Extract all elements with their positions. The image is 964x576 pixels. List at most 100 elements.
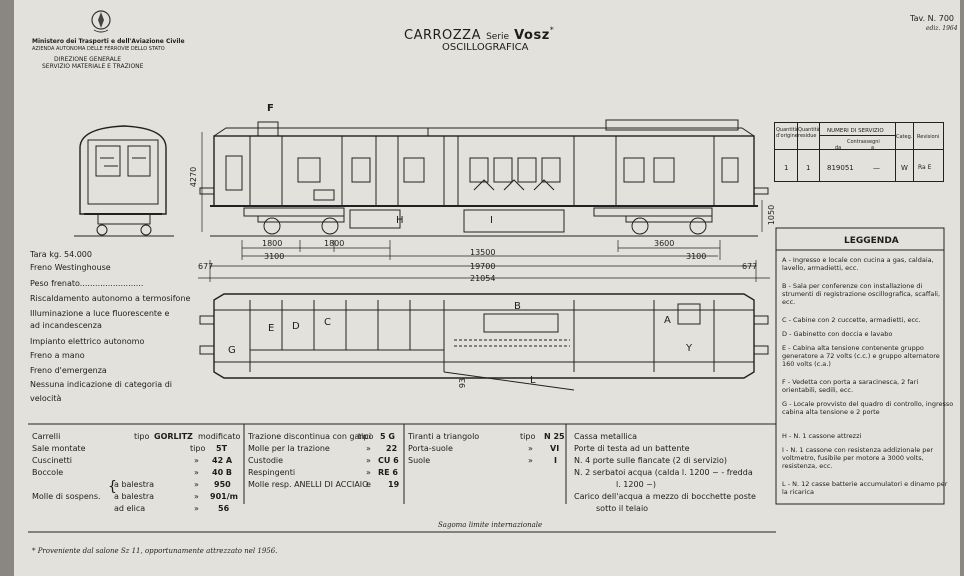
col1-balestra-2-value: 901/m <box>210 492 238 501</box>
col3-tiranti-label: Tiranti a triangolo <box>408 432 480 441</box>
legend-item-f: F - Vedetta con porta a saracinesca, 2 f… <box>782 378 919 394</box>
col2-custodie-label: Custodie <box>248 456 284 465</box>
footnote: * Proveniente dal salone Sz 11, opportun… <box>32 547 278 555</box>
col2-trazione-unit: tipo <box>358 432 374 441</box>
col2-anelli-unit: e <box>366 480 371 489</box>
col4-line-2: Porte di testa ad un battente <box>574 444 690 453</box>
col1-cuscinetti-unit: » <box>194 456 199 465</box>
legend-item-b: B - Sala per conferenze con installazion… <box>782 282 941 306</box>
col1-balestra-1-value: 950 <box>214 480 231 489</box>
dim-side: 1050 <box>767 204 777 226</box>
label-c: C <box>324 317 331 328</box>
label-a: A <box>664 315 671 326</box>
cell-revisioni: Ra E <box>918 164 932 171</box>
col2-respingenti-label: Respingenti <box>248 468 296 477</box>
cell-numero: 819051 <box>827 164 854 172</box>
spec-incandescenza: ad incandescenza <box>30 321 102 330</box>
spec-illuminazione: Illuminazione a luce fluorescente e <box>30 309 170 318</box>
dim-677-a: 677 <box>198 262 214 271</box>
col2-custodie-unit: » <box>366 456 371 465</box>
label-y: Y <box>686 343 693 354</box>
dimension-lines <box>198 132 770 282</box>
col3-portasuole-label: Porta-suole <box>408 444 453 453</box>
end-view <box>74 125 174 237</box>
col3-suole-label: Suole <box>408 456 431 465</box>
col1-elica-label: ad elica <box>114 504 146 513</box>
col1-boccole-label: Boccole <box>32 468 64 477</box>
ministry-line-1: Ministero dei Trasporti e dell'Aviazione… <box>32 38 185 45</box>
col2-custodie-value: CU 6 <box>378 456 399 465</box>
cell-contrassegno: — <box>873 164 880 172</box>
department-line-2: SERVIZIO MATERIALE E TRAZIONE <box>42 63 144 70</box>
col1-carrelli-value: GORLITZ <box>154 432 193 441</box>
col1-boccole-unit: » <box>194 468 199 477</box>
label-b: B <box>514 301 521 312</box>
col3-portasuole-unit: » <box>528 444 533 453</box>
col3-tiranti-unit: tipo <box>520 432 536 441</box>
legend-item-i: I - N. 1 cassone con resistenza addizion… <box>782 446 934 470</box>
dim-3100-b: 3100 <box>686 252 707 261</box>
emblem-icon <box>91 10 111 33</box>
service-table: Quantità d'origine Quantità residue NUME… <box>774 122 944 182</box>
legend-title: LEGGENDA <box>844 236 899 246</box>
col1-carrelli-label: Carrelli <box>32 432 61 441</box>
col3-portasuole-value: VI <box>550 444 560 453</box>
label-d: D <box>292 321 300 332</box>
title-mark: * <box>549 25 554 35</box>
col1-elica-unit: » <box>194 504 199 513</box>
col3-tiranti-value: N 25 <box>544 432 565 441</box>
col2-molle-value: 22 <box>386 444 398 453</box>
page-title: CARROZZA Serie Vosz* <box>404 24 554 43</box>
col4-line-6: Carico dell'acqua a mezzo di bocchette p… <box>574 492 756 501</box>
label-h: H <box>396 215 404 226</box>
col2-respingenti-unit: » <box>366 468 371 477</box>
label-l: L <box>530 375 536 386</box>
col1-cuscinetti-value: 42 A <box>212 456 233 465</box>
carriage-drawing <box>28 119 945 533</box>
plan-view <box>199 293 769 391</box>
dim-1800-a: 1800 <box>262 239 283 248</box>
spec-velocita: velocità <box>30 394 62 403</box>
plate-number: Tav. N. 700 <box>910 14 955 23</box>
col4-line-5: l. 1200 ~) <box>616 480 657 489</box>
dim-19700: 19700 <box>470 262 496 271</box>
dim-93: 93 <box>458 377 468 389</box>
cell-residue: 1 <box>806 164 811 172</box>
col4-line-1: Cassa metallica <box>574 432 637 441</box>
col1-sale-unit: tipo <box>190 444 206 453</box>
ministry-line-2: AZIENDA AUTONOMA DELLE FERROVIE DELLO ST… <box>32 46 165 52</box>
title-code: Vosz <box>514 28 550 43</box>
spec-freno-mano: Freno a mano <box>30 351 85 360</box>
label-e: E <box>268 323 275 334</box>
drawing-sheet: Ministero dei Trasporti e dell'Aviazione… <box>14 0 960 576</box>
spec-impianto-elettrico: Impianto elettrico autonomo <box>30 337 145 346</box>
col1-carrelli-unit: tipo <box>134 432 150 441</box>
col2-molle-unit: » <box>366 444 371 453</box>
dim-21054: 21054 <box>470 274 496 283</box>
col4-line-3: N. 4 porte sulle fiancate (2 di servizio… <box>574 456 727 465</box>
title-serie: Serie <box>486 32 510 42</box>
cell-origine: 1 <box>784 164 789 172</box>
col1-balestra-2-label: a balestra <box>114 492 155 501</box>
side-view <box>199 119 769 237</box>
page-subtitle: OSCILLOGRAFICA <box>442 42 529 53</box>
dim-3100-a: 3100 <box>264 252 285 261</box>
dim-1800-b: 1800 <box>324 239 345 248</box>
col2-molle-label: Molle per la trazione <box>248 444 330 453</box>
col1-balestra-1-unit: » <box>194 480 199 489</box>
header-categ: Categ. <box>896 134 913 140</box>
suspension-brace: { <box>108 479 117 495</box>
col4-line-7: sotto il telaio <box>596 504 649 513</box>
col2-anelli-label: Molle resp. ANELLI DI ACCIAIO <box>248 480 369 489</box>
department-line-1: DIREZIONE GENERALE <box>54 56 122 63</box>
dim-3600: 3600 <box>654 239 675 248</box>
label-f: F <box>267 103 274 114</box>
dim-height: 4270 <box>189 166 199 188</box>
sub-a: a <box>871 145 875 151</box>
spec-freno-emergenza: Freno d'emergenza <box>30 366 107 375</box>
spec-riscaldamento: Riscaldamento autonomo a termosifone <box>30 294 191 303</box>
col2-trazione-value: 5 G <box>380 432 395 441</box>
col1-cuscinetti-label: Cuscinetti <box>32 456 72 465</box>
dim-13500: 13500 <box>470 248 496 257</box>
header-quantita-origine: Quantità d'origine <box>776 127 798 139</box>
